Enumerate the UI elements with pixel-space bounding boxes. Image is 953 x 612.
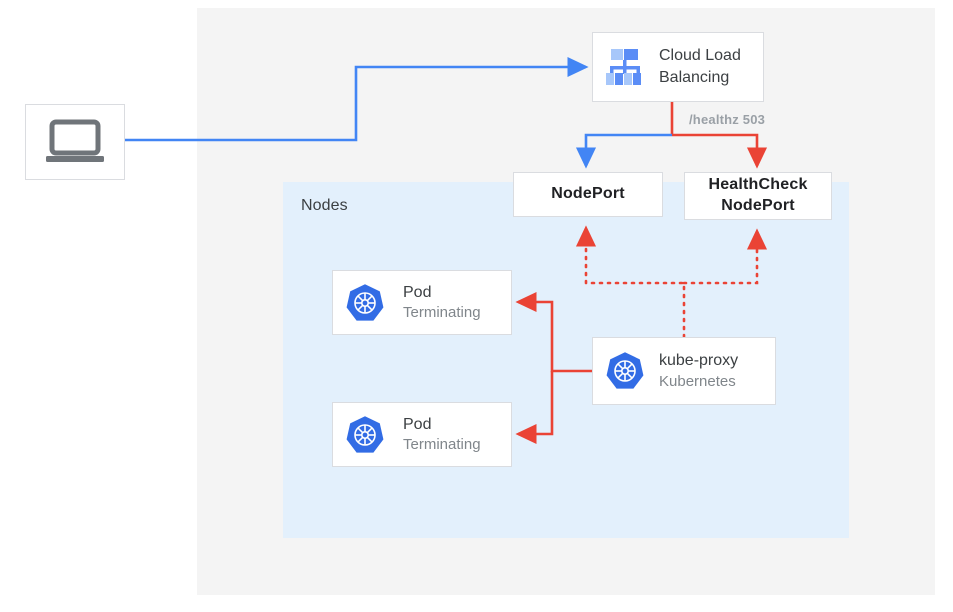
nodeport-label: NodePort bbox=[551, 185, 625, 203]
pod-2-node[interactable]: Pod Terminating bbox=[332, 402, 512, 467]
kube-proxy-subtitle: Kubernetes bbox=[659, 372, 736, 390]
pod-2-subtitle: Terminating bbox=[403, 436, 481, 454]
cloud-load-balancing-title-line2: Balancing bbox=[659, 69, 730, 86]
pod-1-subtitle: Terminating bbox=[403, 304, 481, 322]
pod-2-title: Pod bbox=[403, 415, 432, 433]
healthz-edge-label: /healthz 503 bbox=[689, 112, 766, 127]
cloud-load-balancing-icon bbox=[603, 46, 647, 88]
healthcheck-nodeport-label-line2: NodePort bbox=[721, 197, 795, 214]
kube-proxy-title: kube-proxy bbox=[659, 352, 739, 370]
healthcheck-nodeport-node[interactable]: HealthCheck NodePort bbox=[684, 172, 832, 220]
pod-1-node[interactable]: Pod Terminating bbox=[332, 270, 512, 335]
healthcheck-nodeport-label-line1: HealthCheck bbox=[708, 176, 808, 194]
client-node[interactable] bbox=[25, 104, 125, 180]
laptop-icon bbox=[44, 119, 106, 165]
pod-1-title: Pod bbox=[403, 283, 432, 301]
nodes-region-label: Nodes bbox=[301, 197, 348, 214]
cloud-load-balancing-node[interactable]: Cloud Load Balancing bbox=[592, 32, 764, 102]
cloud-load-balancing-title-line1: Cloud Load bbox=[659, 47, 741, 65]
nodeport-node[interactable]: NodePort bbox=[513, 172, 663, 217]
kubernetes-icon bbox=[605, 351, 645, 391]
kubernetes-icon bbox=[345, 415, 385, 455]
kubernetes-icon bbox=[345, 283, 385, 323]
kube-proxy-node[interactable]: kube-proxy Kubernetes bbox=[592, 337, 776, 405]
